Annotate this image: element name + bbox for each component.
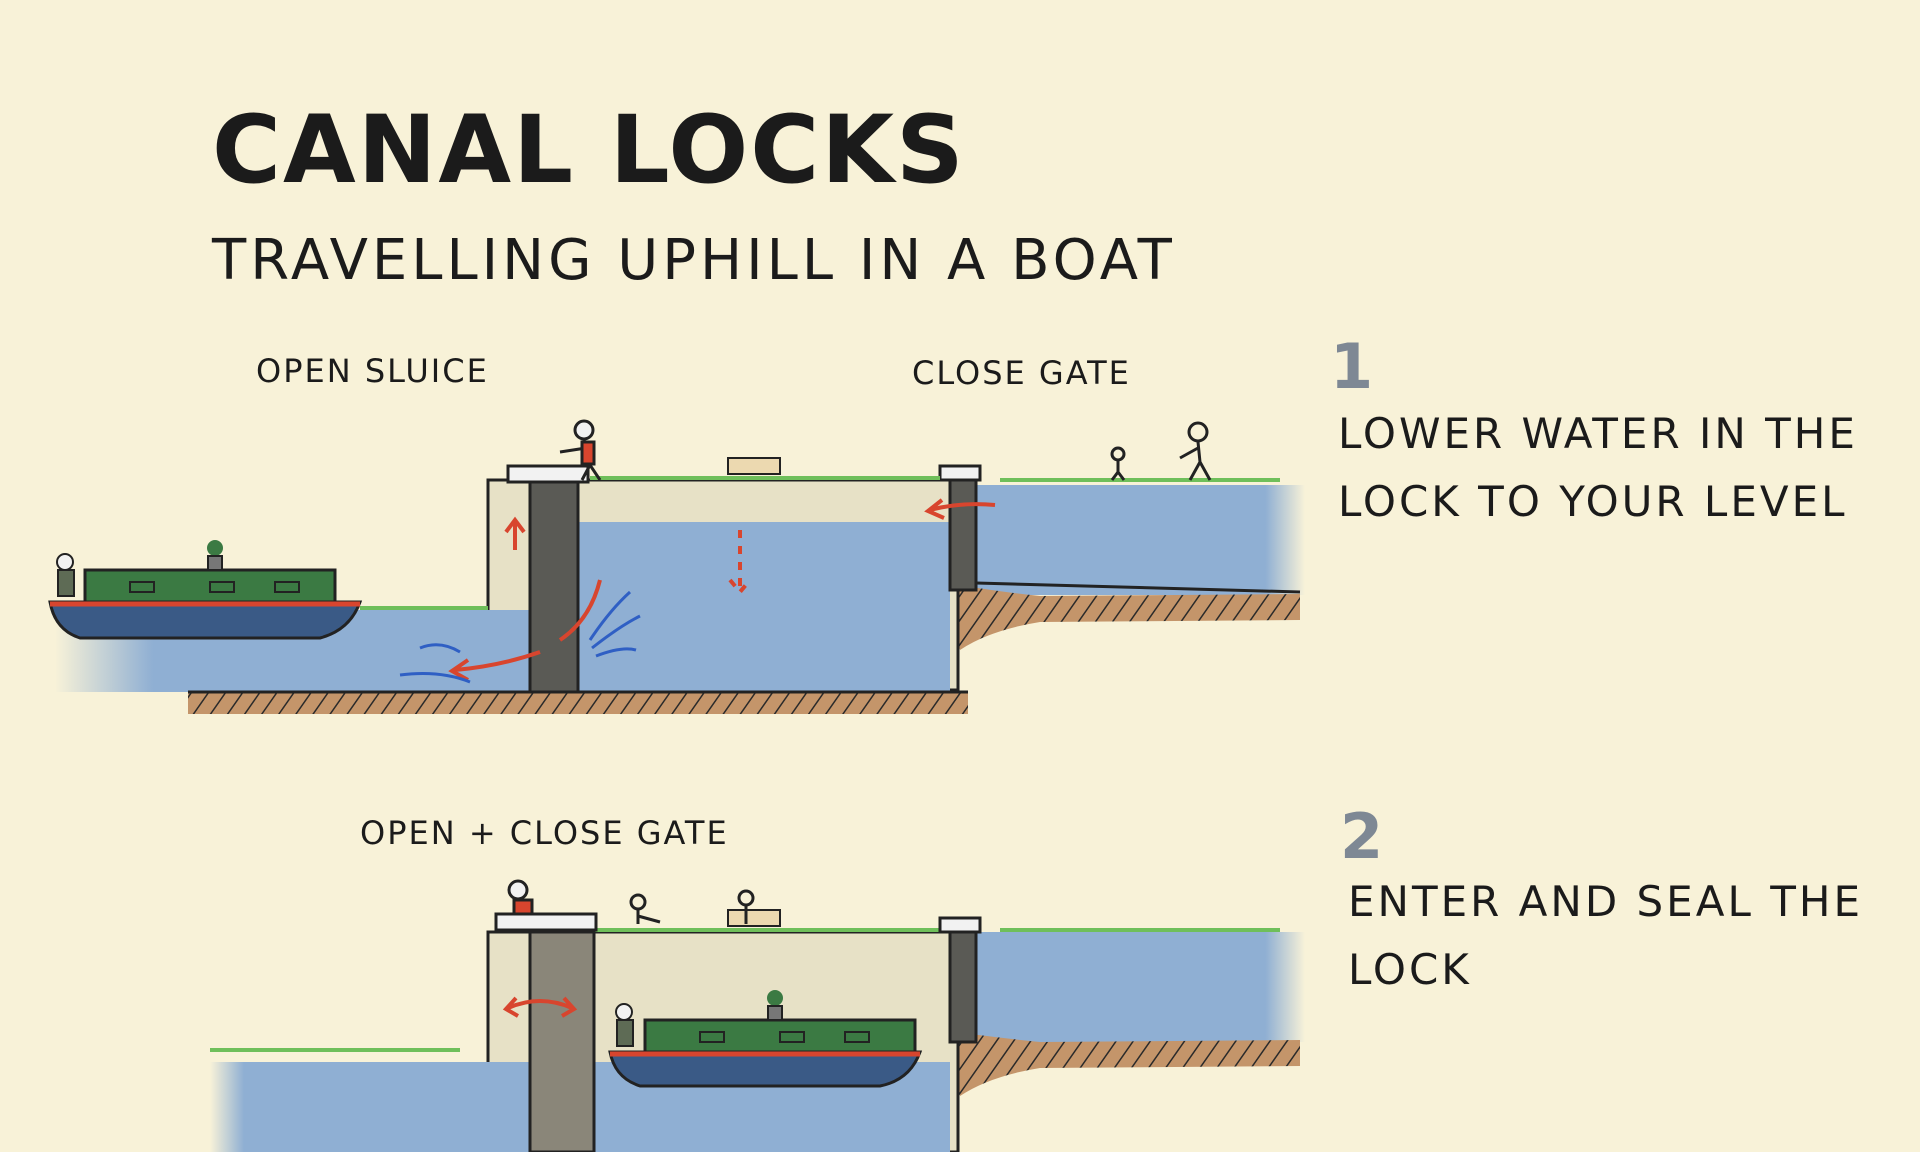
upper-lock-gate [948, 478, 978, 592]
lock-chamber-water [540, 522, 950, 692]
page-title: CANAL LOCKS [212, 96, 966, 205]
upper-bank-2 [940, 1030, 1300, 1096]
label-open-close-gate: OPEN + CLOSE GATE [360, 814, 729, 852]
narrowboat [48, 540, 363, 640]
step-1-number: 1 [1330, 330, 1374, 403]
label-close-gate: CLOSE GATE [912, 354, 1131, 392]
lower-lock-gate-2 [528, 930, 596, 1152]
bench [727, 457, 781, 475]
water-splash [399, 590, 641, 684]
upper-canal-water-2 [975, 932, 1305, 1042]
upper-canal-water [975, 485, 1305, 595]
upper-lock-gate-2 [948, 930, 978, 1044]
lock-diagram-step-2 [210, 879, 1305, 1152]
gate-swing-arrow [502, 996, 578, 1018]
lower-canal-water-2 [210, 1062, 550, 1152]
step-2-text: ENTER AND SEAL THE LOCK [1348, 877, 1863, 994]
bench-2 [727, 909, 781, 927]
people-figures-2 [507, 879, 755, 924]
canal-bed [188, 692, 968, 714]
narrowboat-in-lock [608, 990, 923, 1088]
lower-lock-gate [528, 478, 580, 694]
water-flow-arrows [448, 498, 996, 682]
lock-diagram-step-1 [48, 419, 1305, 714]
label-open-sluice: OPEN SLUICE [256, 352, 489, 390]
lock-keeper-figure [559, 419, 602, 481]
page-subtitle: TRAVELLING UPHILL IN A BOAT [212, 228, 1176, 293]
step-2-number: 2 [1340, 800, 1384, 873]
walker-figures [1110, 421, 1212, 481]
step-1-text: LOWER WATER IN THE LOCK TO YOUR LEVEL [1338, 409, 1858, 526]
upper-bank [940, 582, 1300, 650]
